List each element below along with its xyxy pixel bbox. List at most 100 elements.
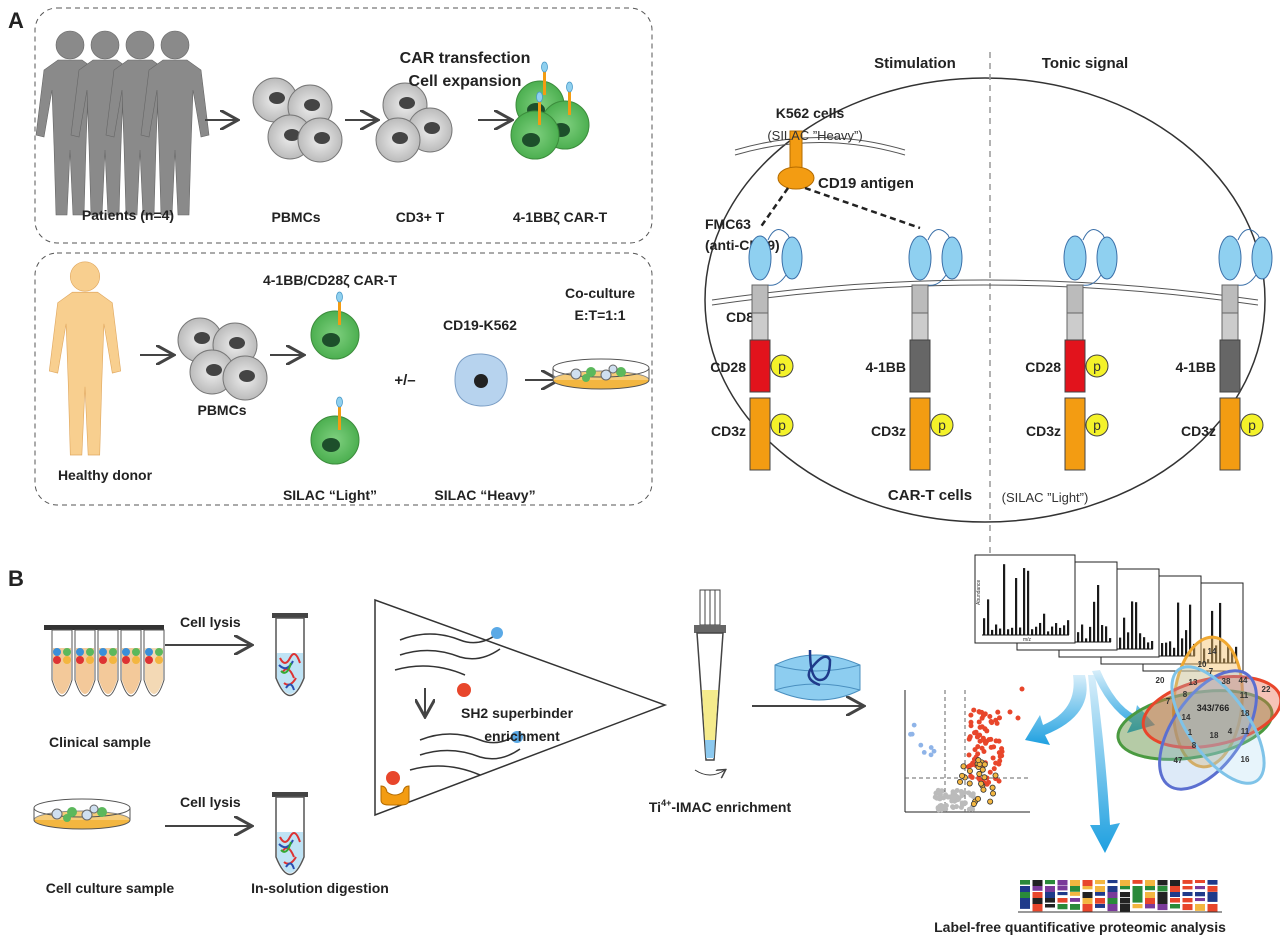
volcano-point (928, 752, 934, 758)
logo-letter (1170, 904, 1180, 909)
phospho-icon (1085, 354, 1109, 378)
spectrum-peak (1215, 645, 1218, 663)
fmc63-label: FMC63 (705, 216, 751, 232)
logo-letter (1070, 904, 1080, 910)
venn-count: 47 (1174, 756, 1183, 765)
spectrum-peak (1023, 568, 1026, 635)
phospho-label: p (1248, 417, 1256, 433)
volcano-point (953, 804, 959, 810)
logo-letter (1057, 904, 1068, 910)
volcano-point (979, 766, 986, 773)
phospho-label: p (778, 417, 786, 433)
healthy-donor-label: Healthy donor (58, 467, 153, 483)
volcano-point (921, 750, 927, 755)
spectrum-peak (1147, 642, 1150, 649)
spectrum-peak (1063, 625, 1066, 635)
logo-letter (1145, 880, 1155, 888)
volcano-point (966, 780, 973, 787)
spectrum-peak (991, 629, 994, 635)
logo-letter (1032, 898, 1043, 906)
logo-letter (1145, 898, 1155, 905)
cd3z-label: CD3z (1026, 423, 1061, 439)
logo-letter (1082, 880, 1093, 887)
volcano-point (936, 807, 942, 813)
logo-letter (1157, 886, 1168, 892)
spectrum-peak (1161, 643, 1164, 656)
volcano-point (992, 772, 999, 779)
volcano-point (975, 751, 981, 757)
logo-letter (1195, 892, 1205, 897)
volcano-point (950, 789, 956, 795)
cd19-antigen-label: CD19 antigen (818, 175, 914, 192)
volcano-point (986, 779, 992, 785)
logo-letter (1120, 880, 1130, 887)
spectrum-peak (1127, 632, 1130, 649)
spectrum-peak (1007, 629, 1010, 635)
logo-letter (1170, 880, 1180, 888)
healthy-donor-icon (48, 261, 122, 456)
cd3z-label: CD3z (871, 423, 906, 439)
volcano-point (1007, 709, 1013, 715)
volcano-point (931, 748, 937, 754)
volcano-point (941, 804, 947, 810)
volcano-point (950, 796, 956, 802)
logo-letter (1182, 880, 1193, 884)
spectrum-peak (1105, 626, 1108, 642)
logo-letter (1170, 898, 1180, 903)
logo-letter (1145, 904, 1155, 909)
logo-letter (1095, 892, 1105, 896)
imac-tip-icon (694, 589, 726, 775)
logo-letter (1095, 880, 1105, 885)
coculture-dish-icon (552, 358, 650, 390)
logo-letter (1070, 880, 1080, 888)
patients-label: Patients (n=4) (82, 207, 174, 223)
top-workflow-box (34, 7, 653, 244)
logo-letter (1132, 886, 1143, 893)
spectrum-peak (999, 628, 1002, 635)
k562-cells-label: K562 cells (776, 105, 845, 121)
logo-letter (1195, 880, 1205, 884)
volcano-point (968, 712, 974, 718)
venn-count: 38 (1222, 677, 1231, 686)
volcano-point (986, 737, 992, 743)
spectrum-peak (1165, 642, 1168, 656)
stimulation-label: Stimulation (874, 55, 956, 72)
spectrum-peak (1131, 601, 1134, 649)
spectrum-peak (1227, 646, 1230, 663)
volcano-point (993, 738, 999, 744)
logo-letter (1057, 892, 1068, 896)
volcano-point (960, 763, 967, 770)
car-t-signaling-diagram (704, 52, 1266, 560)
volcano-point (980, 786, 987, 793)
logo-letter (1057, 886, 1068, 891)
venn-count: 11 (1240, 691, 1249, 700)
spectrum-peak (1193, 643, 1196, 656)
volcano-point (981, 749, 987, 755)
phospho-icon (770, 413, 794, 437)
venn-count: 16 (1241, 755, 1250, 764)
pbmc-cells-icon (177, 317, 268, 401)
volcano-point (962, 790, 968, 796)
logo-letter (1020, 880, 1030, 885)
logo-letter (1032, 904, 1043, 912)
silac-heavy-label: SILAC “Heavy” (434, 487, 535, 503)
volcano-point (993, 760, 999, 766)
phospho-label: p (938, 417, 946, 433)
logo-letter (1207, 886, 1218, 892)
lc-ms-flowcell-icon (774, 649, 861, 701)
volcano-point (954, 787, 960, 793)
spectrum-peak (1207, 659, 1210, 663)
imac-label: Ti4+-IMAC enrichment (649, 798, 792, 815)
logo-letter (1095, 886, 1105, 894)
phospho-label: p (1093, 417, 1101, 433)
phospho-icon (1240, 413, 1264, 437)
logo-letter (1070, 898, 1080, 902)
logo-letter (1157, 892, 1168, 899)
volcano-point (981, 774, 988, 781)
spectrum-peak (1143, 637, 1146, 649)
volcano-point (983, 740, 989, 746)
volcano-point (966, 752, 972, 758)
